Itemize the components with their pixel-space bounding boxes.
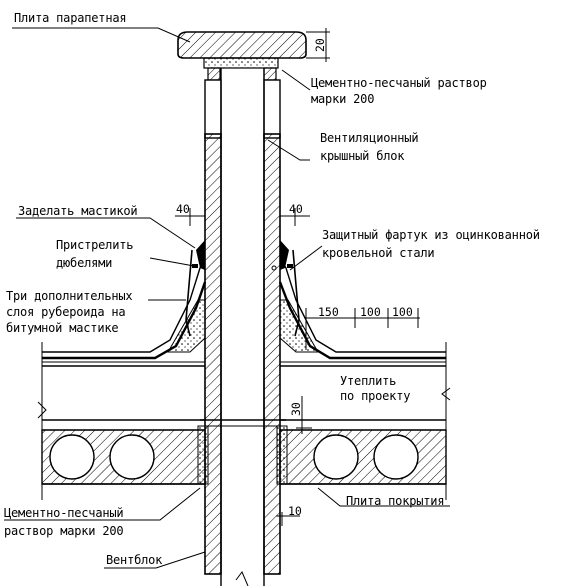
leader-lines <box>4 27 450 569</box>
label-mortar-top-line1: Цементно-песчаный раствор <box>311 76 487 90</box>
label-extra-layers-line2: слоя рубероида на <box>6 305 126 319</box>
label-parapet-slab: Плита парапетная <box>14 11 127 25</box>
vent-block-walls <box>200 68 286 586</box>
dim-gap-left: 40 <box>176 202 190 216</box>
label-roof-slab: Плита покрытия <box>346 494 445 508</box>
roofing-membrane <box>42 257 446 363</box>
galvanized-apron <box>185 240 300 337</box>
label-dowels-line1: Пристрелить <box>56 238 134 252</box>
dim-joint-30: 30 <box>289 402 303 416</box>
label-vent-block-line2: крышный блок <box>320 149 405 163</box>
label-apron-line2: кровельной стали <box>322 246 435 260</box>
parapet-slab <box>177 31 307 59</box>
dim-gap-right: 40 <box>289 202 303 216</box>
label-mortar-top-line2: марки 200 <box>311 92 375 106</box>
dim-lap-100-a: 100 <box>360 305 381 319</box>
label-extra-layers-line1: Три дополнительных <box>6 289 133 303</box>
label-mortar-bottom-line1: Цементно-песчаный <box>4 506 124 520</box>
label-insulate-line1: Утеплить <box>340 374 397 388</box>
dim-lap-100-b: 100 <box>392 305 413 319</box>
label-apron-line1: Защитный фартук из оцинкованной <box>322 228 540 242</box>
roof-slab <box>41 425 447 485</box>
break-lines <box>37 342 451 500</box>
label-dowels-line2: дюбелями <box>56 256 113 270</box>
dim-lap-150: 150 <box>318 305 339 319</box>
label-mortar-bottom-line2: раствор марки 200 <box>4 524 124 538</box>
label-vent-block-line1: Вентиляционный <box>320 131 419 145</box>
label-vent-unit: Вентблок <box>106 553 163 567</box>
label-insulate-line2: по проекту <box>340 389 411 403</box>
label-extra-layers-line3: битумной мастике <box>6 321 119 335</box>
dim-slab-thickness: 20 <box>313 38 327 52</box>
top-mortar-bed <box>203 57 279 81</box>
dimension-lines <box>175 28 420 526</box>
dim-joint-10: 10 <box>288 504 302 518</box>
label-seal-mastic: Заделать мастикой <box>18 204 138 218</box>
